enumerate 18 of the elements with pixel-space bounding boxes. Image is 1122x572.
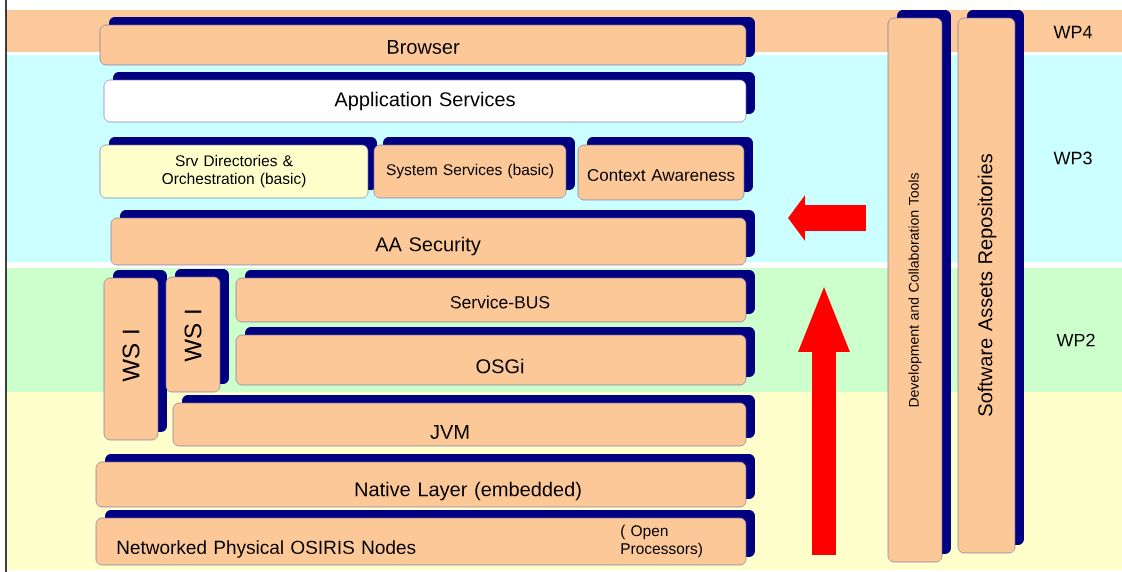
layer-box: OSGi: [235, 327, 755, 386]
layer-box: Networked Physical OSIRIS Nodes ( Open Processors): [95, 510, 755, 566]
layer-box: Native Layer (embedded): [95, 454, 755, 508]
layer-box: Srv Directories & Orchestration (basic): [99, 137, 377, 199]
layer-box: JVM: [172, 395, 755, 447]
layer-box: WS I: [103, 270, 167, 441]
layer-box: Browser: [99, 17, 755, 66]
layer-box: AA Security: [110, 210, 755, 266]
layer-box: Application Services: [103, 72, 755, 123]
layer-label: WP3: [1053, 151, 1092, 165]
layer-box: Context Awareness: [577, 137, 753, 201]
layer-box: WS I: [165, 269, 229, 393]
layer-label: WP4: [1053, 25, 1092, 39]
layer-box: Software Assets Repositories: [957, 10, 1024, 554]
layer-label: WP2: [1056, 333, 1095, 347]
layer-box: Service-BUS: [235, 270, 755, 323]
layer-box: Development and Collaboration Tools: [887, 10, 951, 563]
layer-box: System Services (basic): [373, 137, 575, 199]
